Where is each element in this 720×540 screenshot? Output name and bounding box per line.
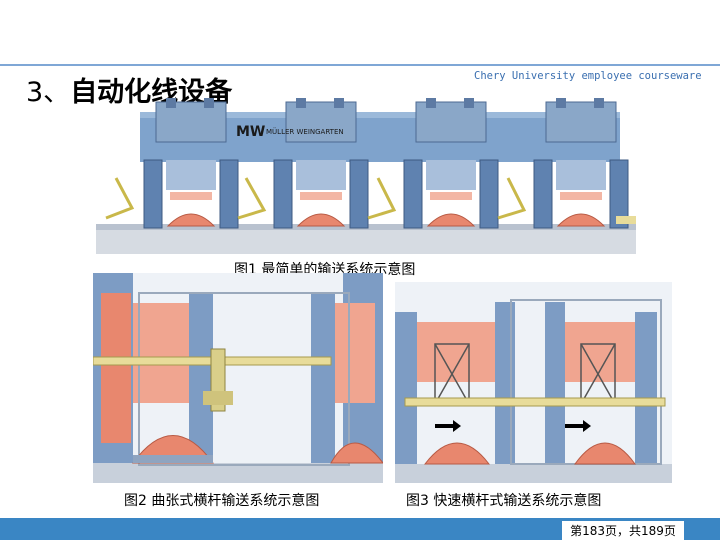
- figure-2-crossbar-transfer: [93, 273, 383, 483]
- course-label: Chery University employee courseware: [474, 70, 702, 82]
- figure-1-press-line: MW MÜLLER WEINGARTEN: [96, 98, 636, 258]
- brand-logo: MW: [236, 124, 265, 140]
- figure-3-fast-crossbar-transfer: [395, 282, 672, 483]
- header-divider: [0, 64, 720, 66]
- figure-3-caption: 图3 快速横杆式输送系统示意图: [406, 493, 602, 509]
- page-number: 第183页，共189页: [562, 521, 684, 540]
- brand-label: MÜLLER WEINGARTEN: [266, 127, 344, 136]
- footer-bar: [0, 518, 720, 540]
- figure-2-caption: 图2 曲张式横杆输送系统示意图: [124, 493, 320, 509]
